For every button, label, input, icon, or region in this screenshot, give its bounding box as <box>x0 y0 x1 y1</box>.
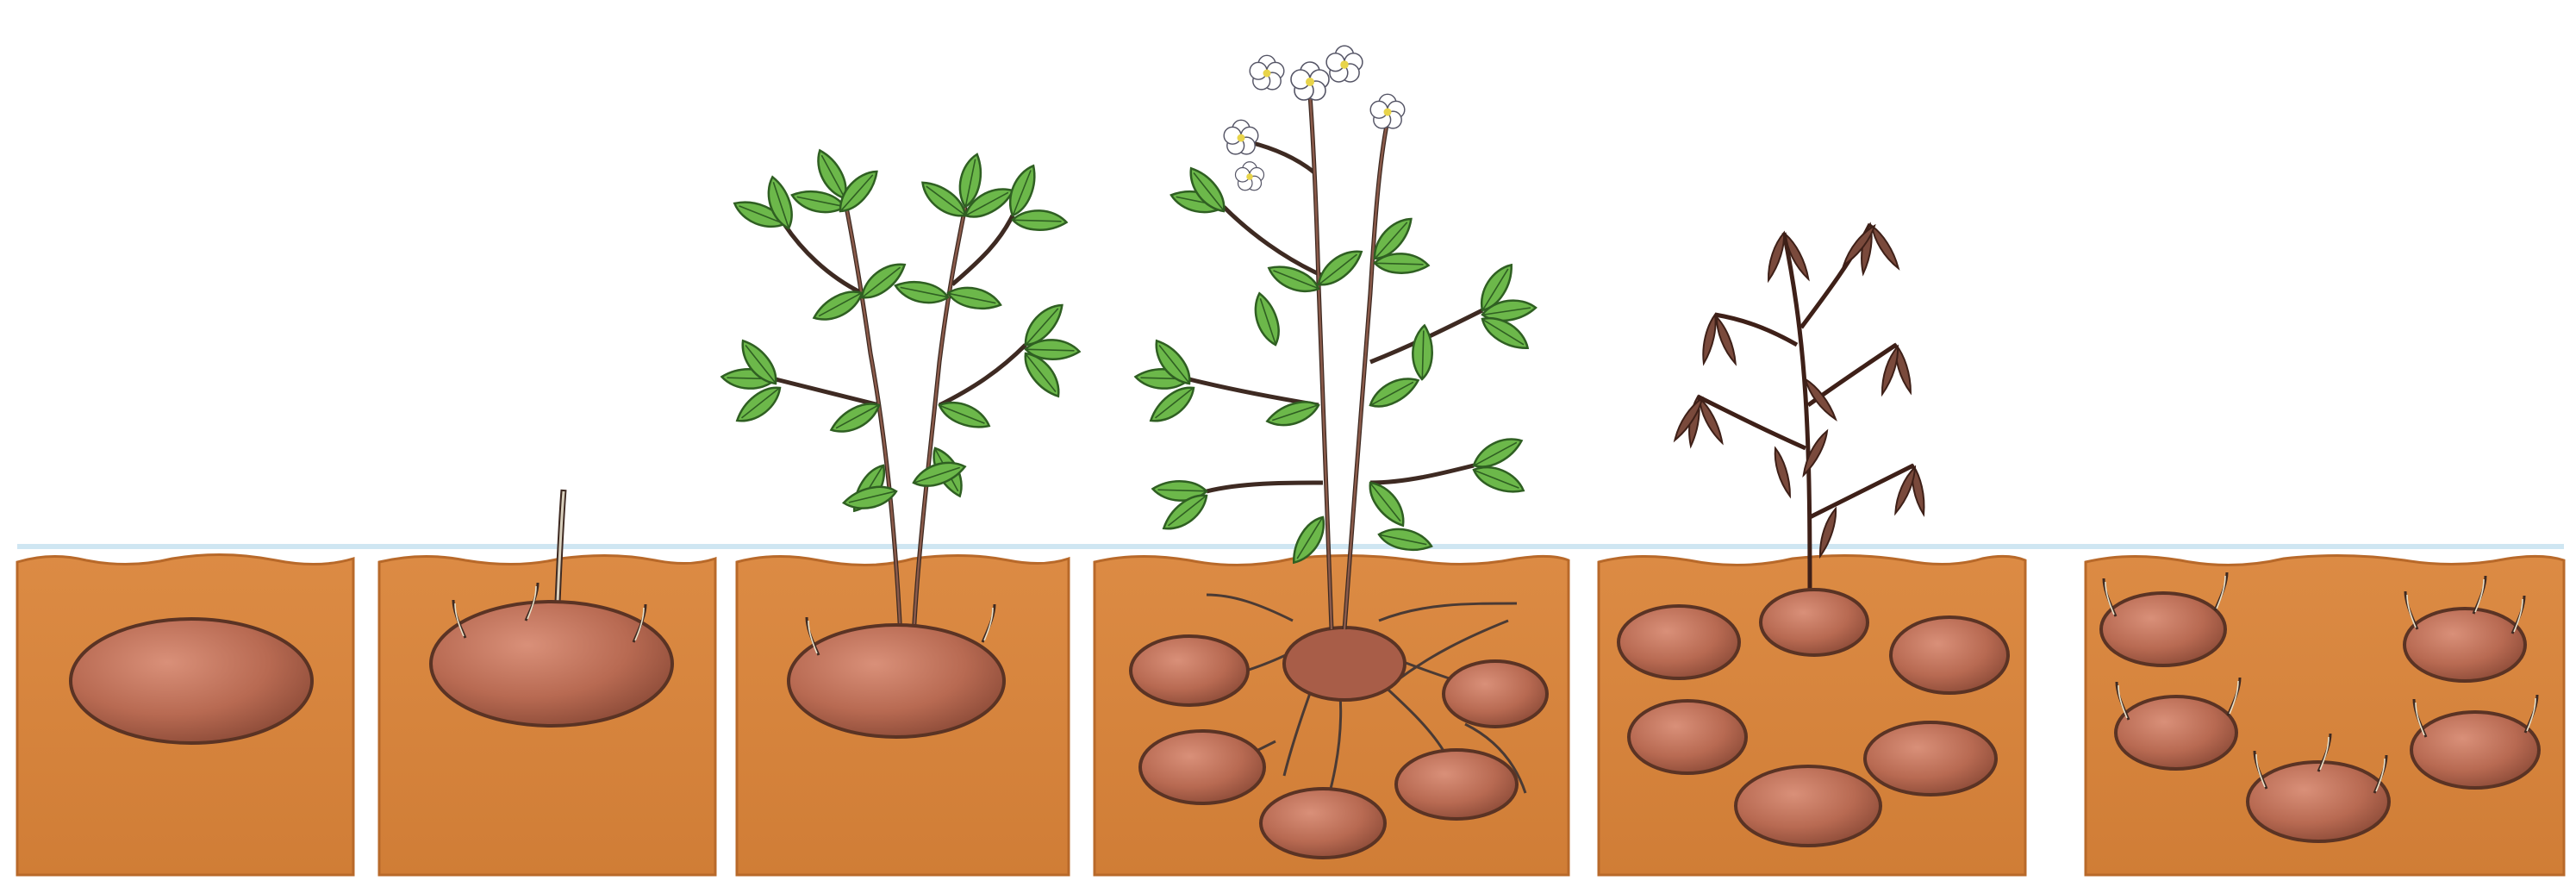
tuber <box>1865 722 1996 795</box>
tuber <box>1629 701 1746 773</box>
seed-potato <box>789 625 1004 737</box>
panel-leafy-plant <box>720 146 1081 875</box>
flower-icon <box>1291 62 1329 100</box>
tuber <box>1891 617 2008 693</box>
tuber <box>2248 762 2389 841</box>
seed-potato <box>1284 628 1405 700</box>
leaf-cluster <box>720 146 1081 515</box>
tuber <box>2116 696 2236 769</box>
tuber <box>2101 593 2225 665</box>
tuber <box>1444 661 1547 727</box>
seed-potato <box>71 619 312 743</box>
tuber <box>1619 606 1739 678</box>
tuber <box>1140 731 1264 803</box>
withered-leaves <box>1670 223 1926 557</box>
tuber <box>1396 750 1517 819</box>
panel-withered-with-tubers <box>1599 223 2025 875</box>
seed-potato <box>431 602 672 726</box>
flower-icon <box>1236 162 1264 191</box>
leaf-cluster <box>1134 162 1536 567</box>
tuber <box>1261 789 1385 858</box>
panel-flowering-with-tubers <box>1095 46 1569 875</box>
tuber <box>2411 712 2539 788</box>
tuber <box>1761 590 1868 655</box>
flower-icon <box>1224 120 1258 154</box>
tuber <box>1736 766 1881 846</box>
panel-seed-potato <box>17 554 353 875</box>
tuber <box>2404 609 2525 681</box>
flower-icon <box>1370 94 1405 128</box>
tuber <box>1131 636 1248 705</box>
panel-harvested-sprouting-tubers <box>2086 555 2564 875</box>
flower-icon <box>1250 55 1284 90</box>
flower-icon <box>1326 46 1363 82</box>
